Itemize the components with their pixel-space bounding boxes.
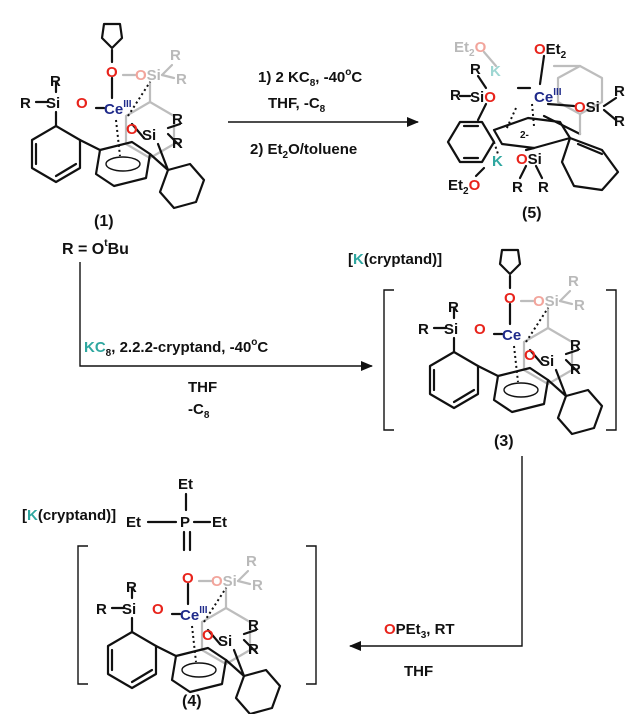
compound-3: O OSi R R R R Si O Ce O Si R R xyxy=(418,248,604,436)
bracket-left-3 xyxy=(383,289,394,431)
r-top-left: R xyxy=(50,73,61,90)
ghost-r-top: R xyxy=(568,273,579,290)
r-bottom-right: R xyxy=(538,179,549,196)
reaction-1-step-1: 1) 2 KC8, -40oC xyxy=(258,67,362,89)
r-top-left: R xyxy=(126,579,137,596)
r-right-top: R xyxy=(614,83,625,100)
reaction-1-step-2: 2) Et2O/toluene xyxy=(250,141,357,161)
ghost-r-top: R xyxy=(246,553,257,570)
compound-3-counterion: [K(cryptand)] xyxy=(348,251,442,268)
r-right-top: R xyxy=(248,617,259,634)
oxygen-left: O xyxy=(76,95,88,112)
r-definition: R = OtBu xyxy=(62,238,129,258)
silicon-left: Si xyxy=(46,95,60,112)
oxygen-right: O xyxy=(524,347,536,364)
reaction-3-reagent: OPEt3, RT xyxy=(384,621,455,641)
oxygen-silicon-bottom: OSi xyxy=(516,151,542,168)
r-left: R xyxy=(20,95,31,112)
ghost-oxygen-silicon: OSi xyxy=(211,573,237,590)
et-left: Et xyxy=(126,514,141,531)
oet2-ligand: OEt2 xyxy=(534,41,567,61)
compound-5 xyxy=(446,50,620,192)
arrow-3-to-4 xyxy=(349,456,523,651)
thf-oxygen: O xyxy=(504,290,516,307)
compound-4: O OSi R R R R Si O CeIII O Si R R xyxy=(96,553,282,714)
et2o-bottom: Et2O xyxy=(448,177,481,197)
oxygen-right: O xyxy=(126,121,138,138)
oxygen-silicon-right: OSi xyxy=(574,99,600,116)
et-top: Et xyxy=(178,476,193,493)
reaction-2-conditions: KC8, 2.2.2-cryptand, -40oC xyxy=(84,337,268,359)
compound-4-counterion: [K(cryptand)] xyxy=(22,507,116,524)
r-right-bottom: R xyxy=(248,641,259,658)
potassium-top: K xyxy=(490,63,501,80)
r-right-top: R xyxy=(570,337,581,354)
oxygen-left: O xyxy=(152,601,164,618)
ghost-r-right: R xyxy=(176,71,187,88)
r-bottom-left: R xyxy=(512,179,523,196)
reaction-2-solvent: THF xyxy=(188,379,217,396)
compound-5-label: (5) xyxy=(522,205,542,222)
arene-charge: 2- xyxy=(520,130,529,141)
silicon-right: Si xyxy=(540,353,554,370)
phosphorus-atom: P xyxy=(180,514,190,531)
ghost-oxygen-silicon: OSi xyxy=(533,293,559,310)
et-right: Et xyxy=(212,514,227,531)
compound-1-label: (1) xyxy=(94,213,114,230)
arrow-1-to-3 xyxy=(79,262,373,371)
ghost-r-right: R xyxy=(574,297,585,314)
reaction-3-solvent: THF xyxy=(404,663,433,680)
ghost-et2o: Et2O xyxy=(454,39,487,59)
r-left: R xyxy=(418,321,429,338)
cerium-atom: CeIII xyxy=(180,605,208,624)
r-left: R xyxy=(96,601,107,618)
ghost-r-right: R xyxy=(252,577,263,594)
ghost-r-top: R xyxy=(170,47,181,64)
bracket-right-3 xyxy=(606,289,617,431)
silicon-right: Si xyxy=(142,127,156,144)
compound-4-label: (4) xyxy=(182,693,202,710)
r-right-top: R xyxy=(172,111,183,128)
cerium-atom: CeIII xyxy=(104,99,132,118)
ghost-oxygen-silicon: OSi xyxy=(135,67,161,84)
r-right-bottom: R xyxy=(570,361,581,378)
bracket-right-4 xyxy=(306,545,317,685)
thf-oxygen: O xyxy=(106,64,118,81)
r-top-left: R xyxy=(448,299,459,316)
oxygen-right: O xyxy=(202,627,214,644)
silicon-left: Si xyxy=(122,601,136,618)
oxygen-left: O xyxy=(474,321,486,338)
r-right-bottom: R xyxy=(172,135,183,152)
reaction-1-solvent: THF, -C8 xyxy=(268,95,326,115)
silicon-left: Si xyxy=(444,321,458,338)
bracket-left-4 xyxy=(77,545,88,685)
triethylphosphine-oxide: Et Et P Et xyxy=(126,476,227,552)
compound-3-label: (3) xyxy=(494,433,514,450)
r-top: R xyxy=(470,61,481,78)
r-right-bottom: R xyxy=(614,113,625,130)
compound-1: O OSi R R R R Si O CeIII O Si R R xyxy=(20,22,206,210)
phosphoryl-oxygen: O xyxy=(182,570,194,587)
cerium-atom: Ce xyxy=(502,327,521,344)
reaction-2-byproduct: -C8 xyxy=(188,401,210,421)
r-left: R xyxy=(450,87,461,104)
silicon-oxygen-left: SiO xyxy=(470,89,496,106)
potassium-bottom: K xyxy=(492,153,503,170)
cerium-atom: CeIII xyxy=(534,87,562,106)
compound-5-atoms: Et2O K OEt2 R R SiO CeIII OSi R R 2- K O… xyxy=(448,39,625,197)
silicon-right: Si xyxy=(218,633,232,650)
